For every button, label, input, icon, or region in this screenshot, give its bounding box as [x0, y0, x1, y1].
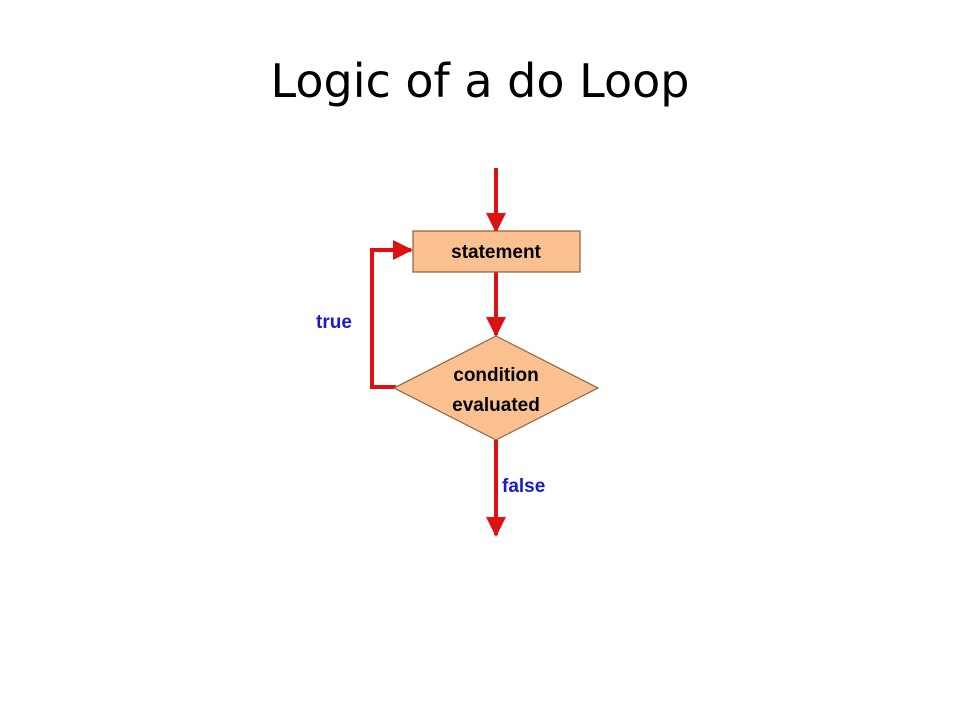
- statement-box: [412, 230, 581, 273]
- slide-title: Logic of a do Loop: [270, 54, 690, 108]
- condition-label-line-1: condition: [453, 365, 538, 386]
- true-loop-arrow: [370, 240, 413, 389]
- statement-label: statement: [451, 242, 541, 263]
- false-label: false: [502, 476, 545, 497]
- condition-label-line-2: evaluated: [452, 395, 540, 416]
- condition-diamond: [392, 335, 600, 441]
- true-label: true: [316, 312, 352, 333]
